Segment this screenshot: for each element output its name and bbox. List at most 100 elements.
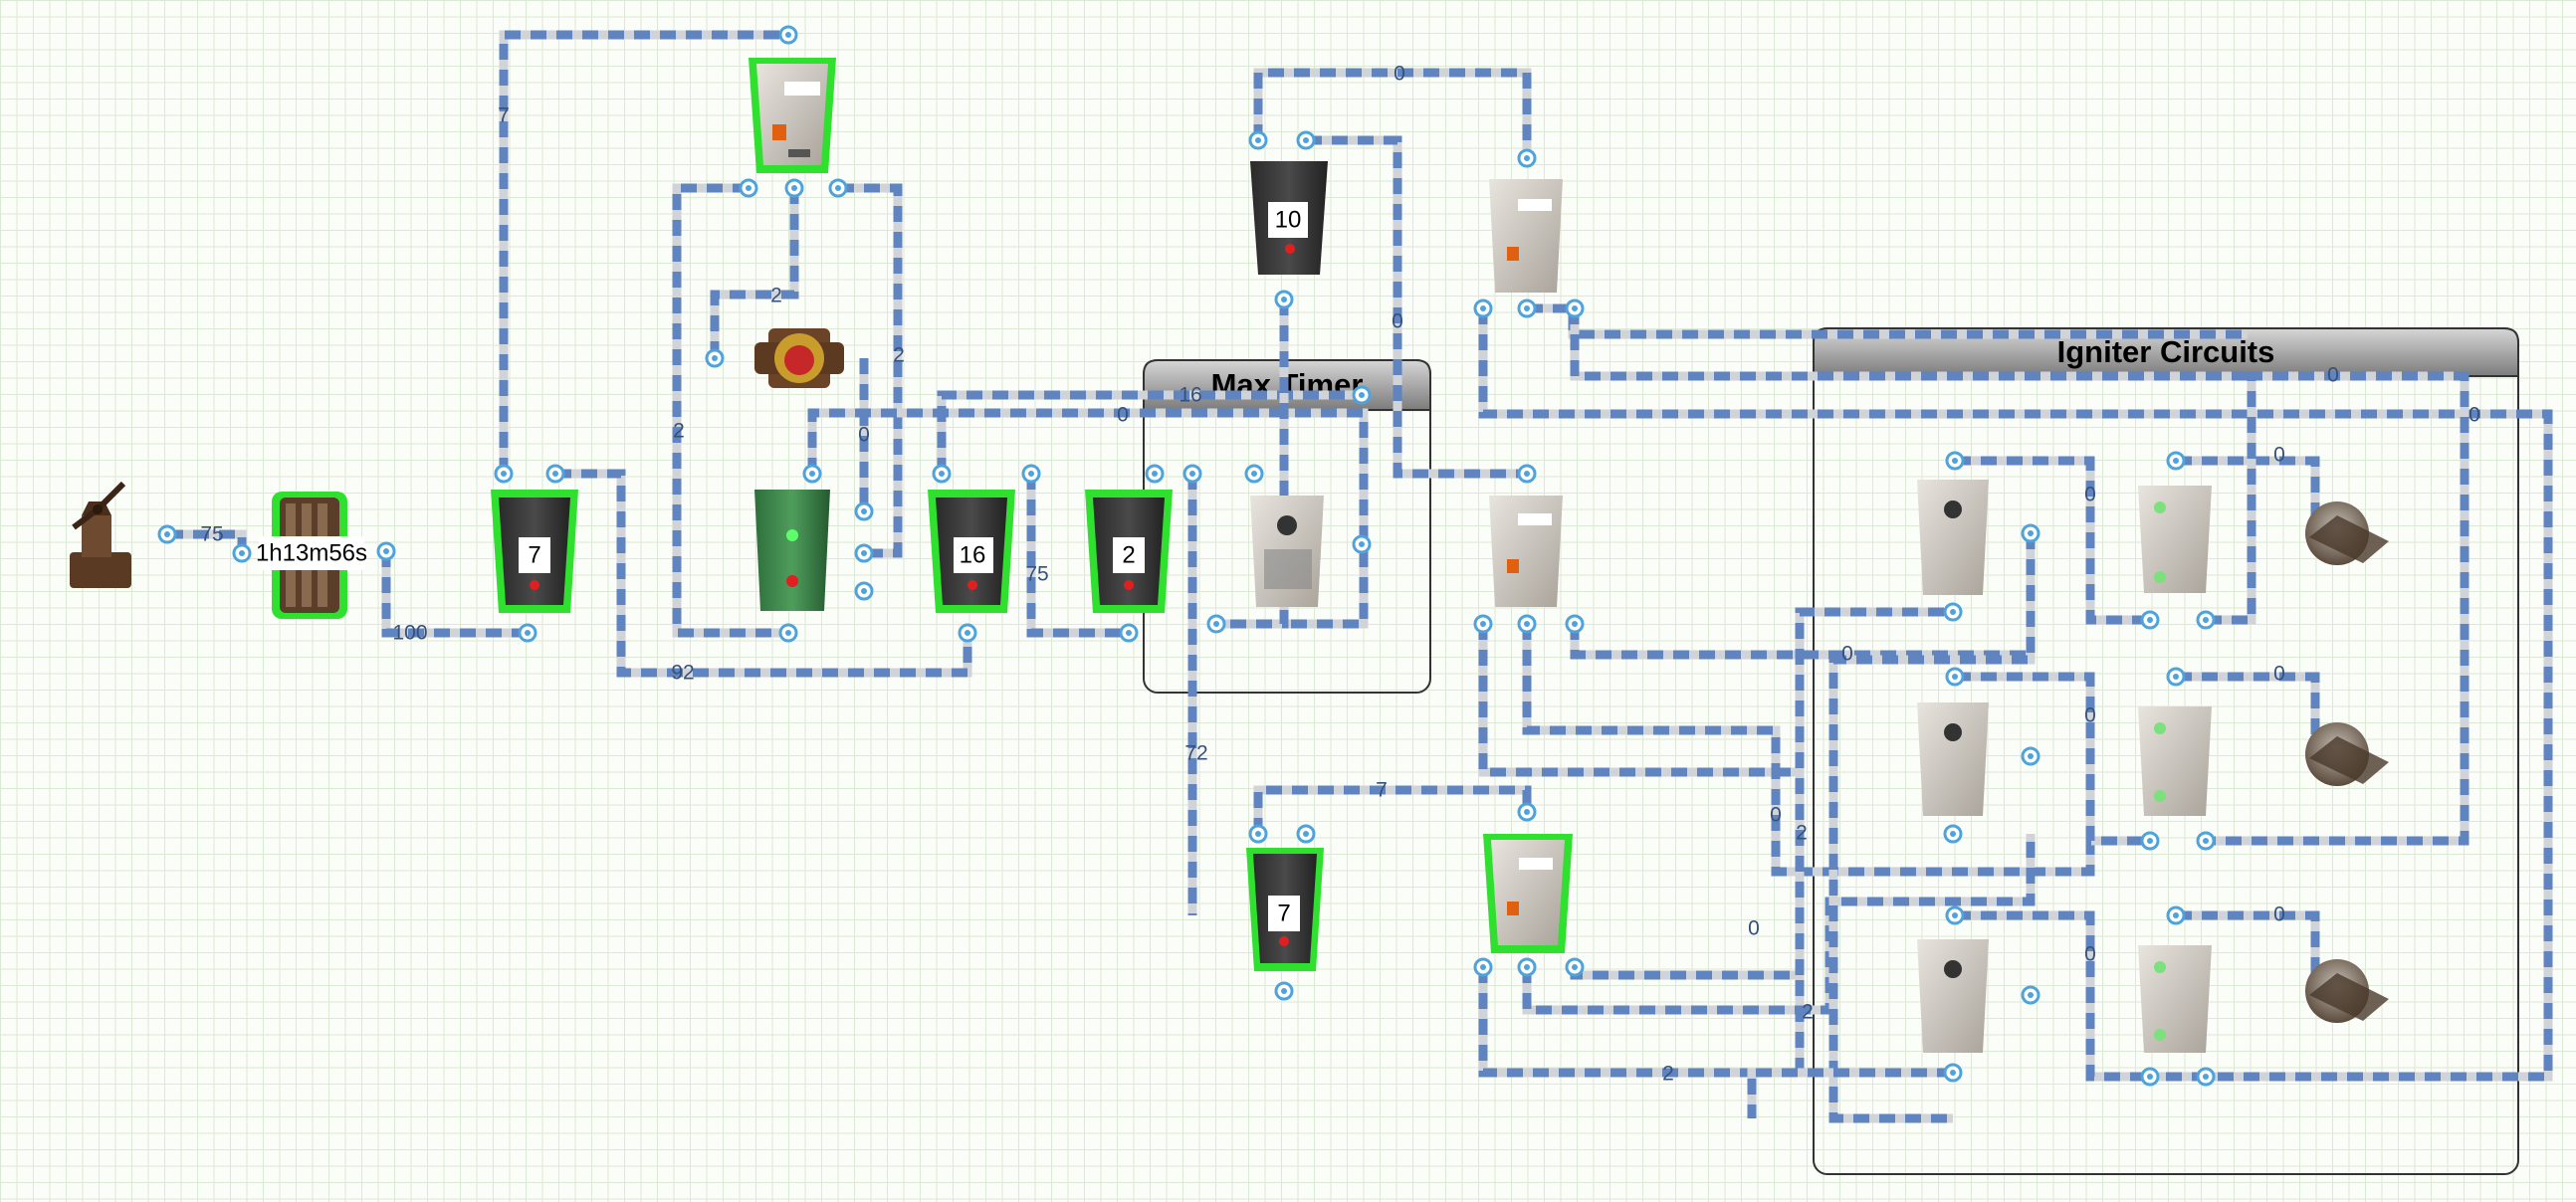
wire bbox=[2176, 910, 2320, 991]
electrical-panel[interactable] bbox=[1489, 179, 1563, 293]
connection-port[interactable] bbox=[518, 623, 537, 643]
wire bbox=[1026, 474, 1129, 638]
wire-label: 0 bbox=[1392, 310, 1403, 333]
connection-port[interactable] bbox=[1565, 299, 1585, 318]
connection-port[interactable] bbox=[1145, 464, 1165, 484]
connection-port[interactable] bbox=[2140, 610, 2160, 630]
connection-port[interactable] bbox=[2166, 667, 2186, 687]
connection-port[interactable] bbox=[376, 541, 396, 561]
wire bbox=[381, 551, 528, 638]
connection-port[interactable] bbox=[1517, 148, 1537, 168]
wire-label: 92 bbox=[671, 662, 694, 685]
connection-port[interactable] bbox=[1248, 824, 1268, 844]
connection-port[interactable] bbox=[2140, 831, 2160, 851]
connection-port[interactable] bbox=[2021, 985, 2040, 1005]
connection-port[interactable] bbox=[545, 464, 565, 484]
connection-port[interactable] bbox=[2166, 451, 2186, 471]
connection-port[interactable] bbox=[778, 25, 798, 45]
connection-port[interactable] bbox=[1473, 957, 1493, 977]
timer-device[interactable] bbox=[1250, 496, 1324, 607]
connection-port[interactable] bbox=[932, 464, 952, 484]
counter-switch[interactable]: 7 bbox=[1246, 848, 1324, 971]
connection-port[interactable] bbox=[2021, 746, 2040, 766]
counter-switch[interactable]: 7 bbox=[491, 490, 578, 613]
connection-port[interactable] bbox=[1274, 981, 1294, 1001]
connection-port[interactable] bbox=[1945, 667, 1965, 687]
electrical-panel[interactable] bbox=[749, 58, 836, 173]
windmill-icon[interactable] bbox=[70, 481, 131, 588]
connection-port[interactable] bbox=[854, 501, 874, 521]
wire-label: 2 bbox=[770, 285, 782, 307]
wire-label: 2 bbox=[893, 344, 905, 367]
connection-port[interactable] bbox=[1945, 451, 1965, 471]
connection-port[interactable] bbox=[494, 464, 514, 484]
electrical-panel[interactable] bbox=[1483, 834, 1573, 953]
connection-port[interactable] bbox=[1021, 464, 1041, 484]
connection-port[interactable] bbox=[1565, 614, 1585, 634]
connection-port[interactable] bbox=[1945, 905, 1965, 925]
wire bbox=[672, 183, 788, 638]
connection-port[interactable] bbox=[1352, 385, 1372, 405]
connection-port[interactable] bbox=[1473, 299, 1493, 318]
connection-port[interactable] bbox=[854, 581, 874, 601]
wire bbox=[838, 183, 903, 558]
connection-port[interactable] bbox=[1943, 824, 1963, 844]
electrical-panel[interactable] bbox=[1489, 496, 1563, 607]
igniter-row[interactable] bbox=[1917, 480, 2389, 595]
connection-port[interactable] bbox=[1248, 130, 1268, 150]
connection-port[interactable] bbox=[1565, 957, 1585, 977]
connection-port[interactable] bbox=[1517, 802, 1537, 822]
connection-port[interactable] bbox=[2196, 831, 2216, 851]
wire-label: 7 bbox=[498, 104, 510, 127]
connection-port[interactable] bbox=[1274, 290, 1294, 309]
connection-port[interactable] bbox=[2021, 523, 2040, 543]
counter-switch[interactable]: 10 bbox=[1250, 161, 1328, 275]
wire bbox=[499, 30, 788, 474]
push-button[interactable] bbox=[754, 328, 844, 388]
connection-port[interactable] bbox=[1473, 614, 1493, 634]
wire bbox=[2206, 371, 2469, 846]
connection-port[interactable] bbox=[1517, 614, 1537, 634]
connection-port[interactable] bbox=[784, 178, 804, 198]
connection-port[interactable] bbox=[232, 543, 252, 563]
connection-port[interactable] bbox=[1296, 824, 1316, 844]
connection-port[interactable] bbox=[1296, 130, 1316, 150]
connection-port[interactable] bbox=[958, 623, 977, 643]
connection-port[interactable] bbox=[2196, 610, 2216, 630]
connection-port[interactable] bbox=[828, 178, 848, 198]
connection-port[interactable] bbox=[705, 348, 725, 368]
wire-label: 0 bbox=[1394, 63, 1405, 86]
connection-port[interactable] bbox=[1517, 957, 1537, 977]
connection-port[interactable] bbox=[1943, 602, 1963, 622]
connection-port[interactable] bbox=[854, 543, 874, 563]
igniter-row[interactable] bbox=[1917, 939, 2389, 1053]
connection-port[interactable] bbox=[1119, 623, 1139, 643]
green-switch[interactable] bbox=[754, 490, 830, 611]
connection-port[interactable] bbox=[1206, 614, 1226, 634]
counter-switch[interactable]: 16 bbox=[928, 490, 1015, 613]
connection-port[interactable] bbox=[2140, 1067, 2160, 1087]
igniter-row[interactable] bbox=[1917, 702, 2389, 816]
wire bbox=[1253, 68, 1532, 158]
wire bbox=[1570, 607, 1953, 980]
ports[interactable] bbox=[157, 25, 2216, 1087]
connection-port[interactable] bbox=[2196, 1067, 2216, 1087]
connection-port[interactable] bbox=[1182, 464, 1202, 484]
battery-timer[interactable]: 1h13m56s bbox=[256, 492, 367, 619]
connection-port[interactable] bbox=[1352, 534, 1372, 554]
connection-port[interactable] bbox=[1244, 464, 1264, 484]
connection-port[interactable] bbox=[2166, 905, 2186, 925]
wire bbox=[1216, 300, 1289, 629]
connection-port[interactable] bbox=[739, 178, 758, 198]
connection-port[interactable] bbox=[1943, 1063, 1963, 1083]
connection-port[interactable] bbox=[778, 623, 798, 643]
wire-label: 75 bbox=[200, 523, 223, 546]
counter-switch[interactable]: 2 bbox=[1085, 490, 1173, 613]
wire bbox=[807, 408, 1369, 629]
connection-port[interactable] bbox=[1517, 299, 1537, 318]
connection-port[interactable] bbox=[157, 524, 177, 544]
connection-port[interactable] bbox=[802, 464, 822, 484]
counter-value: 10 bbox=[1275, 206, 1302, 233]
connection-port[interactable] bbox=[1517, 464, 1537, 484]
